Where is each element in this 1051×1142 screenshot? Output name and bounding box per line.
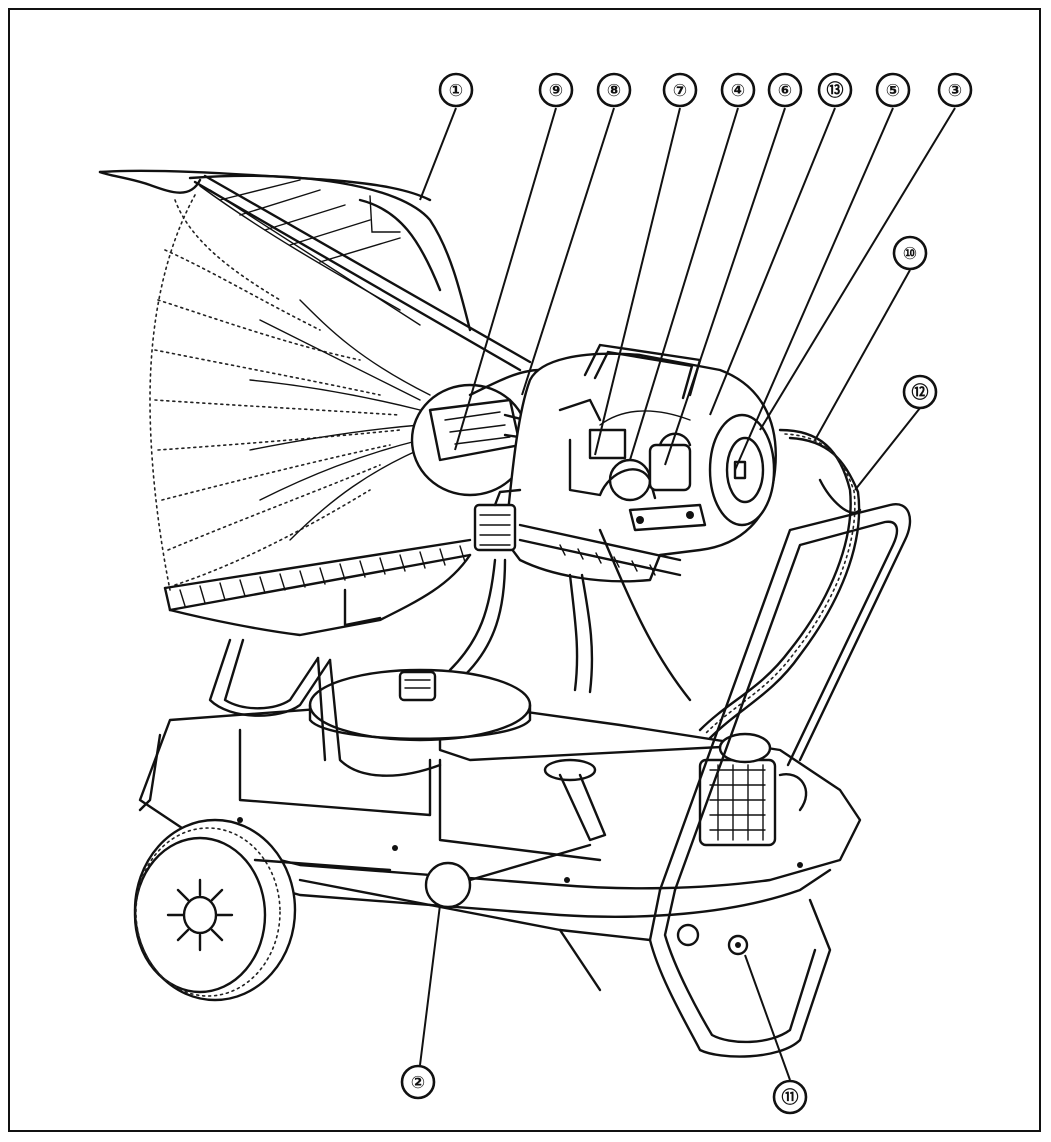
callout-10: ⑩ <box>892 235 928 271</box>
callout-7: ⑦ <box>662 72 698 108</box>
callout-10-label: ⑩ <box>903 244 917 264</box>
front-loop-handles <box>208 638 442 777</box>
callout-7-label: ⑦ <box>673 81 687 101</box>
callout-2: ② <box>400 1064 436 1100</box>
callout-3: ③ <box>937 72 973 108</box>
reflector-hood <box>98 169 532 637</box>
burner-head <box>410 368 547 497</box>
callout-8: ⑧ <box>596 72 632 108</box>
callout-2-label: ② <box>411 1073 425 1093</box>
callout-13: ⑬ <box>817 72 853 108</box>
callout-3-label: ③ <box>948 81 962 101</box>
callout-4-label: ④ <box>731 81 745 101</box>
diagram-frame <box>8 8 1041 1132</box>
rear-handle-frame <box>648 503 912 1058</box>
callout-5-label: ⑤ <box>886 81 900 101</box>
base-skids <box>298 878 652 992</box>
callout-12: ⑫ <box>902 374 938 410</box>
callout-8-label: ⑧ <box>607 81 621 101</box>
wheel <box>133 818 392 1002</box>
callout-9-label: ⑨ <box>549 81 563 101</box>
callout-6: ⑥ <box>767 72 803 108</box>
fuel-tank <box>138 668 862 918</box>
callout-9: ⑨ <box>538 72 574 108</box>
support-stand <box>448 528 692 702</box>
callout-5: ⑤ <box>875 72 911 108</box>
callout-11-label: ⑪ <box>782 1087 799 1108</box>
fuel-filter <box>698 732 808 847</box>
fuel-gauge <box>543 758 607 842</box>
callout-leaders <box>419 107 956 1081</box>
callout-13-label: ⑬ <box>827 80 844 101</box>
callout-12-label: ⑫ <box>912 382 929 403</box>
callout-6-label: ⑥ <box>778 81 792 101</box>
reflector-lip-hatching <box>179 545 466 607</box>
callout-11: ⑪ <box>772 1079 808 1115</box>
callout-1-label: ① <box>449 81 463 101</box>
main-housing <box>473 343 777 583</box>
callout-4: ④ <box>720 72 756 108</box>
callout-1: ① <box>438 72 474 108</box>
drain-plug <box>727 934 749 956</box>
fuel-level-ball <box>424 843 592 909</box>
